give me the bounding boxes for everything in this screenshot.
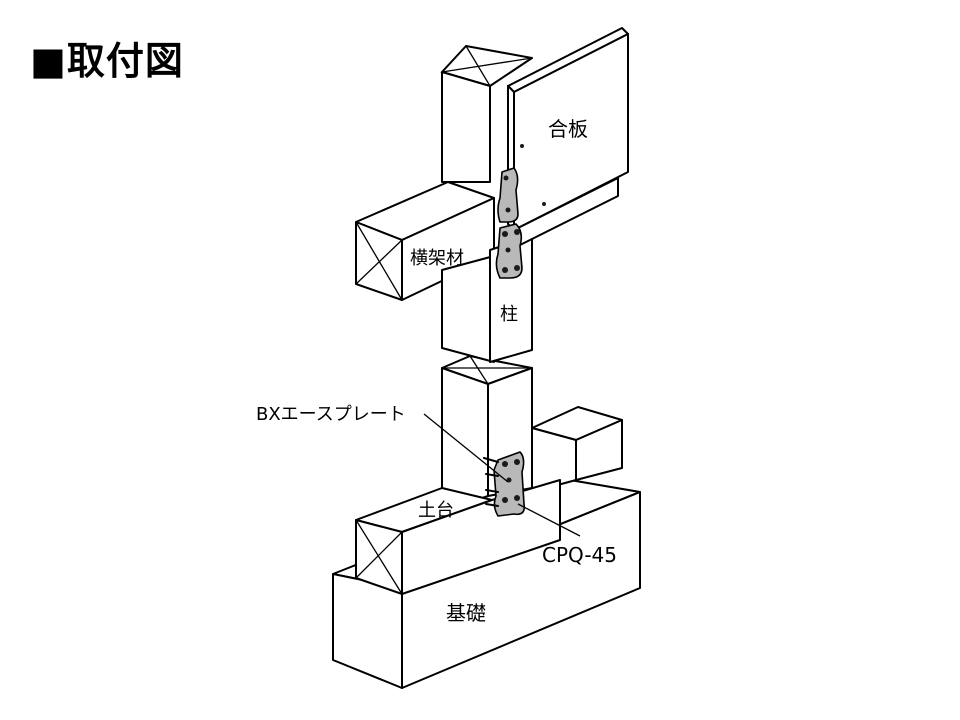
beam-label: 横架材 (410, 248, 464, 269)
column-label: 柱 (500, 304, 518, 325)
plate-label: BXエースプレート (256, 404, 406, 425)
plate-leader-line (423, 413, 509, 483)
screw-label: CPQ-45 (542, 543, 617, 567)
beam (355, 181, 495, 301)
page-title: ■取付図 (30, 39, 184, 83)
sill-far (531, 406, 623, 493)
bx-plate-upper (495, 167, 523, 279)
plywood-label: 合板 (548, 117, 588, 141)
screw-leader-line (517, 503, 581, 537)
sill-label: 土台 (418, 500, 454, 521)
foundation-label: 基礎 (446, 601, 486, 625)
column-upper (440, 44, 533, 363)
